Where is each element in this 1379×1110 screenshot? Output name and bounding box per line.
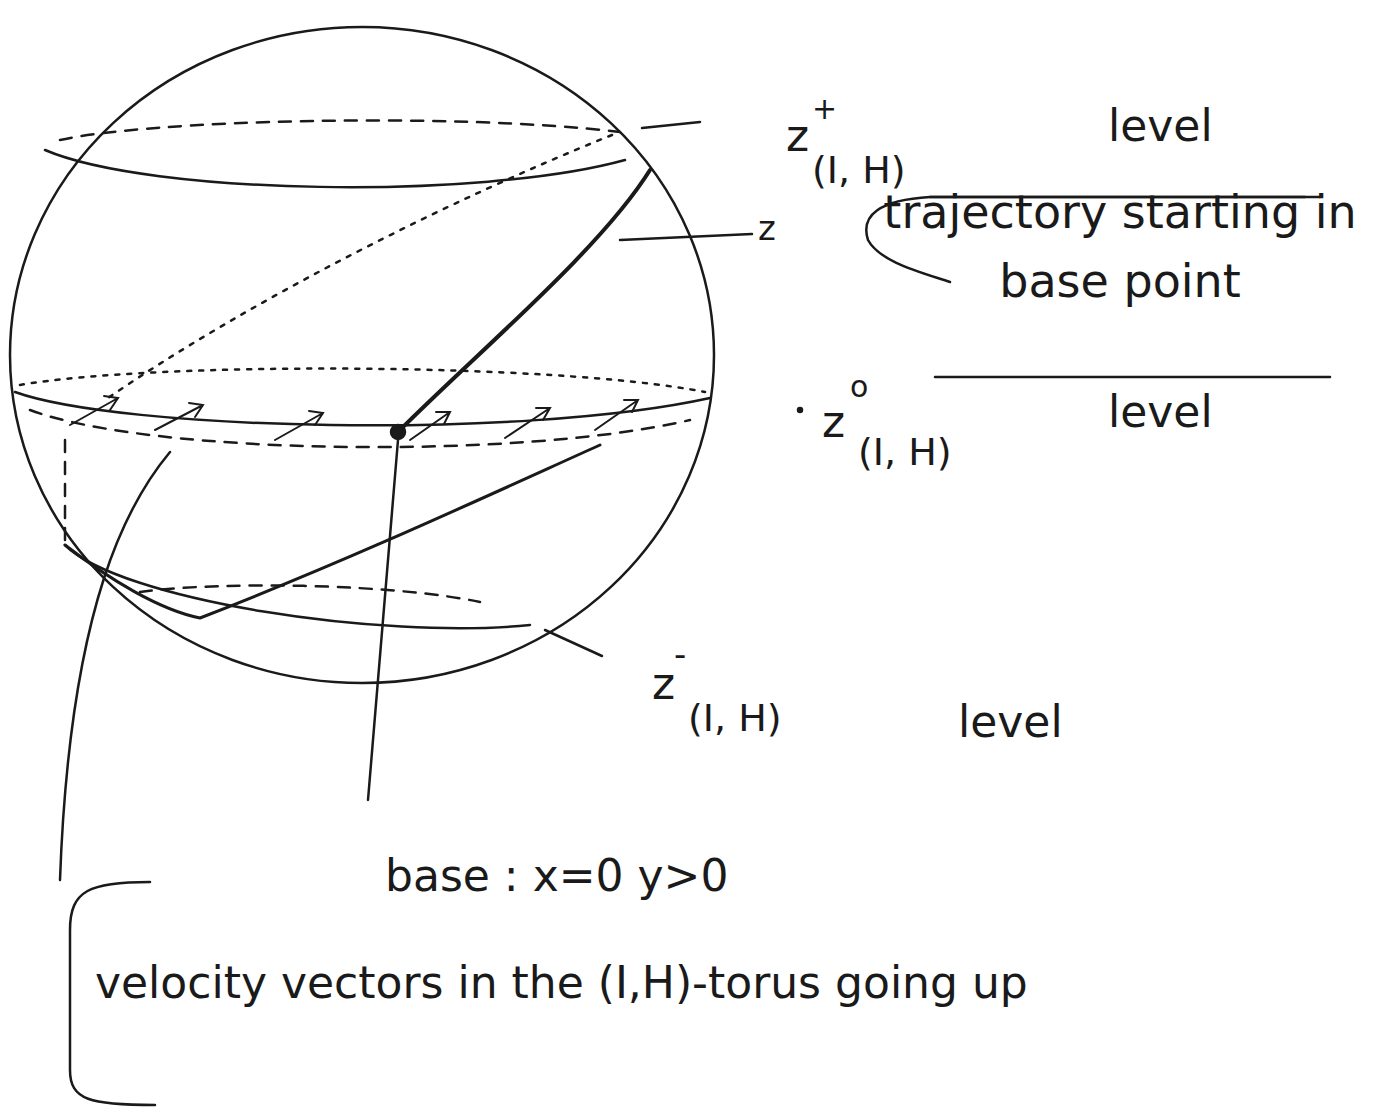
- label-text: level: [1108, 102, 1213, 150]
- leader-line: [620, 234, 752, 240]
- bottom-level-front: [65, 545, 530, 628]
- label-text: (I, H): [688, 698, 782, 740]
- label-text: z: [758, 210, 776, 247]
- label-text: z: [822, 398, 845, 446]
- base-point: [391, 425, 405, 439]
- trajectory-back-low: [64, 440, 67, 545]
- label-text: (I, H): [858, 432, 952, 474]
- equator-dashed: [30, 410, 690, 447]
- leader-line: [60, 452, 170, 880]
- label-text: level: [958, 698, 1063, 746]
- label-text: +: [812, 92, 837, 125]
- leader-dot: [798, 408, 802, 412]
- trajectory-back: [105, 135, 612, 400]
- trajectory-front: [398, 170, 650, 432]
- label-text: trajectory starting in base point: [880, 178, 1360, 316]
- label-text: z: [652, 660, 675, 708]
- leader-line: [368, 440, 398, 800]
- velocity-arrows: [70, 396, 638, 440]
- equator-front: [15, 392, 710, 425]
- bottom-level-back: [140, 585, 480, 602]
- top-level-back: [60, 120, 620, 140]
- sphere-outline: [10, 27, 714, 683]
- trajectory-low: [65, 445, 600, 618]
- label-text: o: [850, 370, 868, 403]
- label-text: velocity vectors in the (I,H)-torus goin…: [95, 950, 1095, 1016]
- leader-line: [642, 122, 700, 128]
- label-text: base : x=0 y>0: [385, 852, 728, 900]
- label-text: z: [786, 112, 809, 160]
- leader-line: [545, 630, 602, 656]
- top-level-front: [45, 150, 625, 187]
- label-text: -: [674, 636, 686, 673]
- label-text: level: [1108, 388, 1213, 436]
